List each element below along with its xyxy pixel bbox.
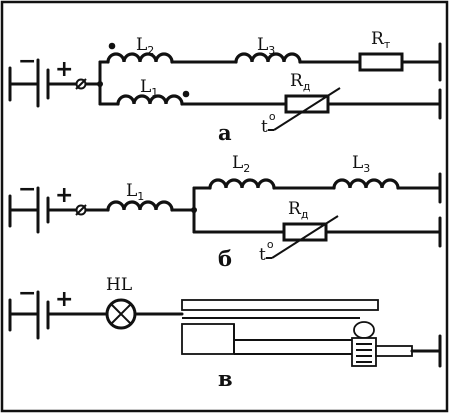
circuit-c: − + HL в bbox=[8, 275, 442, 391]
polarity-dot-a-l2 bbox=[108, 42, 116, 50]
battery-a-plus: + bbox=[55, 57, 73, 82]
battery-b bbox=[8, 186, 50, 234]
battery-c-minus: − bbox=[18, 281, 36, 306]
polarity-dot-a-l1 bbox=[182, 90, 190, 98]
coil-b-l3 bbox=[332, 178, 400, 190]
label-a-rt: Rт bbox=[371, 29, 391, 51]
circuit-b: − + L1 L2 L3 Rд to б bbox=[8, 153, 442, 271]
junction-b bbox=[191, 207, 197, 213]
coil-b-l1 bbox=[106, 200, 174, 212]
battery-c-plus: + bbox=[55, 287, 73, 312]
coil-a-l1 bbox=[116, 94, 184, 106]
label-b-temp: to bbox=[259, 238, 274, 265]
label-a-l2: L2 bbox=[136, 35, 154, 57]
resistor-a-rt bbox=[358, 52, 404, 72]
label-a-l1: L1 bbox=[140, 77, 158, 99]
lamp-hl bbox=[105, 298, 137, 330]
caption-c: в bbox=[218, 366, 233, 391]
label-c-lamp: HL bbox=[106, 275, 132, 295]
label-b-l3: L3 bbox=[352, 153, 370, 175]
battery-a bbox=[8, 58, 50, 108]
coil-a-l3 bbox=[234, 52, 302, 64]
bimetallic-sensor bbox=[181, 299, 413, 367]
thermistor-b-slash bbox=[271, 215, 339, 259]
coil-a-l2 bbox=[106, 52, 174, 64]
battery-a-minus: − bbox=[18, 49, 36, 74]
label-a-rd: Rд bbox=[290, 71, 311, 93]
battery-b-minus: − bbox=[18, 177, 36, 202]
circuit-a: − + L2 L3 Rт L1 Rд to bbox=[8, 29, 442, 145]
label-b-l1: L1 bbox=[126, 181, 144, 203]
battery-b-plus: + bbox=[55, 183, 73, 208]
caption-b: б bbox=[218, 246, 232, 271]
junction-a bbox=[97, 81, 103, 87]
thermistor-a-slash bbox=[273, 87, 341, 131]
label-b-rd: Rд bbox=[288, 199, 309, 221]
coil-b-l2 bbox=[208, 178, 276, 190]
caption-a: а bbox=[218, 120, 232, 145]
label-a-temp: to bbox=[261, 110, 276, 137]
label-a-l3: L3 bbox=[257, 35, 275, 57]
label-b-l2: L2 bbox=[232, 153, 250, 175]
